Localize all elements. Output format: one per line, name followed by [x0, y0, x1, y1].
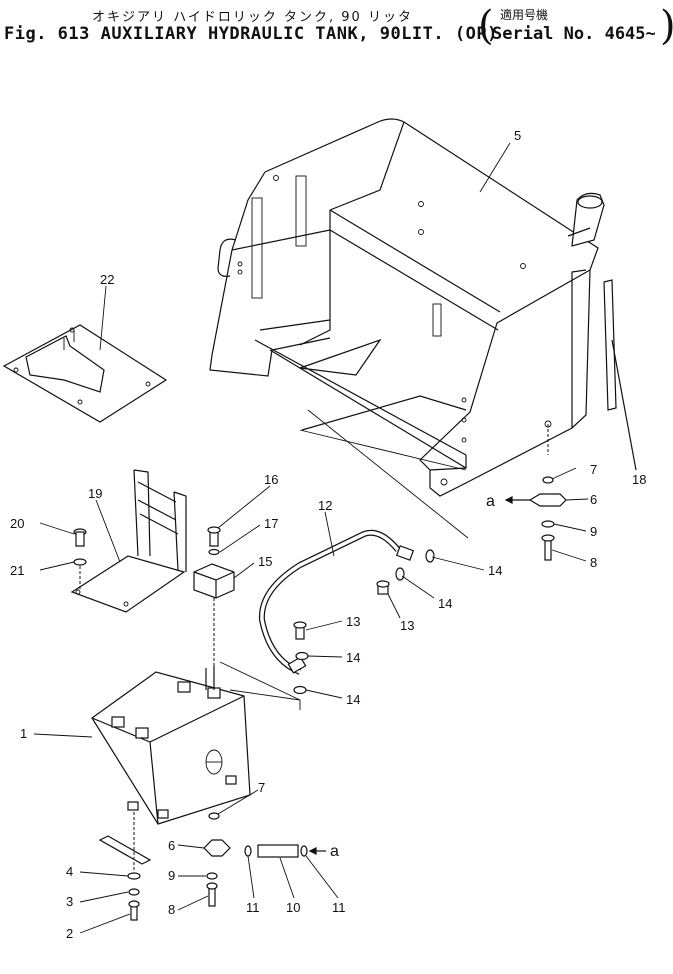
- callout-22: 22: [100, 272, 114, 287]
- callout-7a: 7: [590, 462, 597, 477]
- figure-header: オキジアリ ハイドロリック タンク, 90 リッタ Fig. 613 AUXIL…: [0, 0, 673, 56]
- callout-11b: 11: [332, 900, 346, 915]
- callout-18: 18: [632, 472, 646, 487]
- part-18-strip: [603, 279, 637, 471]
- callout-14a: 14: [488, 563, 502, 578]
- callout-14d: 14: [346, 692, 360, 707]
- part-1-tank: [91, 666, 251, 825]
- close-paren: ): [660, 4, 673, 48]
- part-5-tank-cover: [209, 118, 605, 497]
- upper-fitting-assembly: [504, 476, 567, 561]
- callout-7b: 7: [258, 780, 265, 795]
- callout-10: 10: [286, 900, 300, 915]
- callout-20: 20: [10, 516, 24, 531]
- part-12-hose: [219, 409, 469, 710]
- callout-6b: 6: [168, 838, 175, 853]
- part-tank-strap-assembly: [98, 812, 152, 921]
- serial-applicability-box: ( 適用号機 Serial No. 4645~ ): [478, 4, 673, 48]
- callout-8b: 8: [168, 902, 175, 917]
- part-19-bracket: [70, 469, 187, 613]
- callout-14b: 14: [438, 596, 452, 611]
- callout-16: 16: [264, 472, 278, 487]
- callout-17: 17: [264, 516, 278, 531]
- callout-8a: 8: [590, 555, 597, 570]
- serial-label-japanese: 適用号機: [500, 8, 549, 22]
- figure-title: Fig. 613 AUXILIARY HYDRAULIC TANK, 90LIT…: [4, 24, 498, 44]
- callout-labels: 5 22 16 19 12 20 17 15 21 14 14 13 13 14…: [10, 128, 646, 941]
- callout-1: 1: [20, 726, 27, 741]
- callout-5: 5: [514, 128, 521, 143]
- open-paren: (: [478, 3, 494, 49]
- serial-number: Serial No. 4645~: [492, 24, 656, 44]
- callout-9b: 9: [168, 868, 175, 883]
- callout-3: 3: [66, 894, 73, 909]
- callout-11a: 11: [246, 900, 260, 915]
- callout-9a: 9: [590, 524, 597, 539]
- callout-13b: 13: [400, 618, 414, 633]
- callout-6a: 6: [590, 492, 597, 507]
- callout-19: 19: [88, 486, 102, 501]
- callout-4: 4: [66, 864, 73, 879]
- part-22-plate: [2, 324, 168, 423]
- part-20-bolt: [73, 528, 87, 590]
- callout-2: 2: [66, 926, 73, 941]
- callout-15: 15: [258, 554, 272, 569]
- callout-13a: 13: [346, 614, 360, 629]
- leader-lines: [33, 142, 589, 934]
- lower-fitting-assembly: [203, 812, 326, 907]
- callout-14c: 14: [346, 650, 360, 665]
- figure-title-japanese: オキジアリ ハイドロリック タンク, 90 リッタ: [92, 10, 413, 25]
- ref-a-lower: a: [330, 843, 339, 860]
- callout-21: 21: [10, 563, 24, 578]
- callout-12: 12: [318, 498, 332, 513]
- ref-a-upper: a: [486, 493, 495, 510]
- part-15-block: [193, 526, 235, 668]
